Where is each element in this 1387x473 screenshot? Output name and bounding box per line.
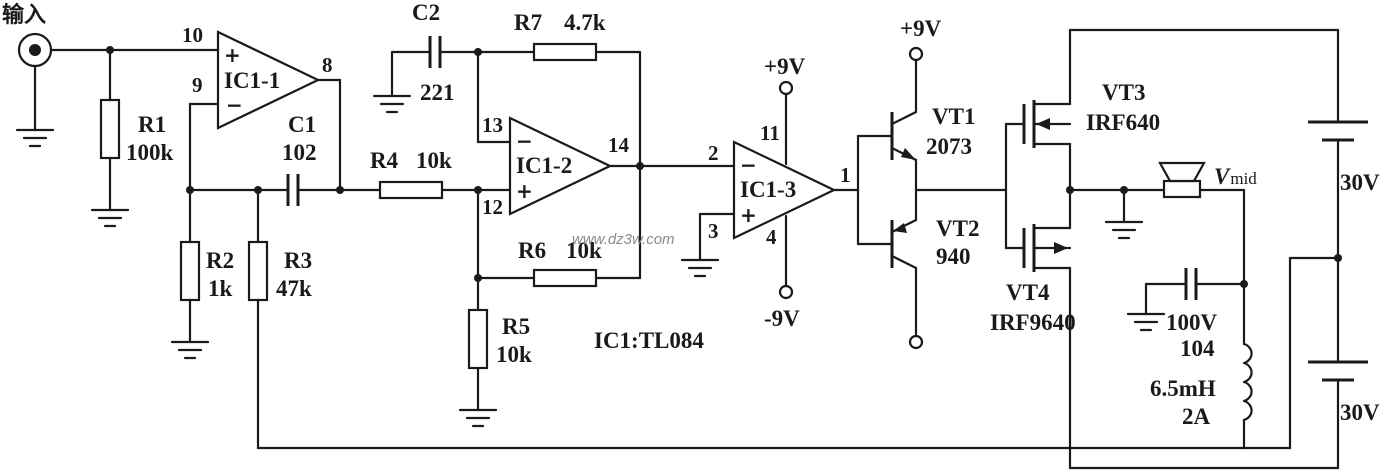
output-wiring <box>1004 28 1342 470</box>
resistor-r7 <box>532 42 598 62</box>
ic-part-note: IC1:TL084 <box>594 328 704 353</box>
c-out-voltage: 100V <box>1166 310 1218 335</box>
watermark: www.dz3w.com <box>572 231 675 248</box>
ic1-1-pin-noninv: 10 <box>182 23 203 47</box>
speaker-label: Vmid <box>1214 164 1257 189</box>
vt1-part: 2073 <box>926 134 972 159</box>
inductor-current: 2A <box>1182 404 1211 429</box>
inductor-icon <box>1242 342 1253 422</box>
resistor-r6 <box>532 268 598 288</box>
c1-name: C1 <box>288 112 316 137</box>
opamp-ic1-1: + − <box>216 30 321 130</box>
ic1-1-pin-inv: 9 <box>192 73 203 97</box>
c2-name: C2 <box>412 0 440 25</box>
mosfet-vt4 <box>1022 224 1072 272</box>
opamp-ic1-3: − + <box>732 140 837 240</box>
vt2-part: 940 <box>936 244 971 269</box>
ic1-3-pin-noninv: 3 <box>708 219 719 243</box>
svg-text:−: − <box>226 93 243 117</box>
speaker-icon <box>1158 161 1206 199</box>
r2-value: 1k <box>208 276 233 301</box>
r5-name: R5 <box>502 314 530 339</box>
svg-text:−: − <box>740 153 757 177</box>
r3-value: 47k <box>276 276 312 301</box>
ic1-2-wiring <box>372 48 736 428</box>
input-wiring <box>49 46 220 228</box>
driver-wiring <box>856 46 1008 350</box>
battery-bottom-icon <box>1308 360 1368 382</box>
svg-text:+: + <box>516 179 533 203</box>
inductor-value: 6.5mH <box>1150 376 1216 401</box>
r5-value: 10k <box>496 342 532 367</box>
svg-text:+: + <box>740 203 757 227</box>
ic1-3-pin-vneg: 4 <box>766 225 777 249</box>
r4-name: R4 <box>370 148 399 173</box>
ic1-1-pin-out: 8 <box>322 53 333 77</box>
ic1-1-wiring <box>170 78 1292 450</box>
r1-name: R1 <box>138 112 166 137</box>
resistor-r3 <box>247 240 269 302</box>
ic1-3-pin-inv: 2 <box>708 141 719 165</box>
ic1-3-pin-out: 1 <box>840 163 851 187</box>
mosfet-vt3 <box>1022 100 1072 148</box>
vt4-part: IRF9640 <box>990 310 1076 335</box>
ic-supply-positive: +9V <box>764 54 806 79</box>
driver-supply-positive: +9V <box>900 16 942 41</box>
resistor-r1 <box>99 98 121 160</box>
r4-value: 10k <box>416 148 452 173</box>
transistor-vt1 <box>890 110 918 162</box>
vt3-name: VT3 <box>1102 80 1145 105</box>
vt3-part: IRF640 <box>1086 110 1160 135</box>
r6-value: 10k <box>566 238 602 263</box>
c2-value: 221 <box>420 80 455 105</box>
c1-value: 102 <box>282 140 317 165</box>
c-out-value: 104 <box>1180 336 1215 361</box>
ic1-2-pin-noninv: 12 <box>482 195 503 219</box>
r1-value: 100k <box>126 140 174 165</box>
ic1-2-name: IC1-2 <box>516 153 572 178</box>
ic1-2-pin-out: 14 <box>608 133 630 157</box>
ic1-3-name: IC1-3 <box>740 177 796 202</box>
battery-top-voltage: 30V <box>1340 170 1380 195</box>
battery-bottom-voltage: 30V <box>1340 400 1380 425</box>
capacitor-c2 <box>428 36 442 68</box>
ic-supply-negative: -9V <box>764 306 800 331</box>
resistor-r2 <box>179 240 201 302</box>
svg-text:+: + <box>224 43 241 67</box>
capacitor-output <box>1184 268 1198 300</box>
resistor-r5 <box>467 308 489 370</box>
opamp-ic1-2: − + <box>508 116 613 216</box>
r7-value: 4.7k <box>564 10 606 35</box>
resistor-r4 <box>378 180 444 200</box>
input-label: 输入 <box>2 2 46 28</box>
ic1-3-pin-vpos: 11 <box>760 121 780 145</box>
transistor-vt2 <box>890 218 918 270</box>
vt2-name: VT2 <box>936 216 979 241</box>
ic1-2-pin-inv: 13 <box>482 113 503 137</box>
r2-name: R2 <box>206 248 234 273</box>
ic1-3-wiring <box>680 80 860 300</box>
r3-name: R3 <box>284 248 312 273</box>
r6-name: R6 <box>518 238 546 263</box>
input-jack <box>15 32 55 148</box>
r7-name: R7 <box>514 10 542 35</box>
vt4-name: VT4 <box>1006 280 1050 305</box>
capacitor-c1 <box>286 174 300 206</box>
svg-text:−: − <box>516 129 533 153</box>
battery-top-icon <box>1308 120 1368 142</box>
vt1-name: VT1 <box>932 104 975 129</box>
ic1-1-name: IC1-1 <box>224 68 280 93</box>
